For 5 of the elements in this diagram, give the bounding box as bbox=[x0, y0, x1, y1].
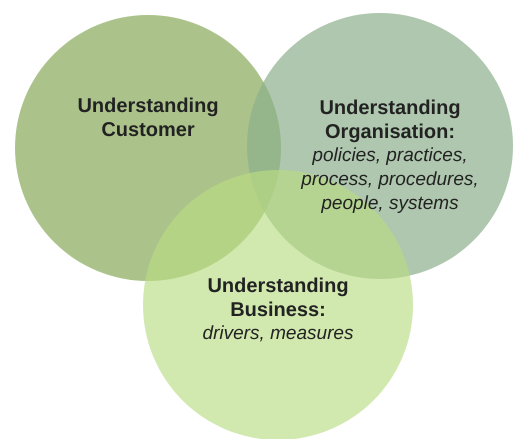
circle-heading: Understanding Customer bbox=[76, 94, 220, 142]
circle-description: drivers, measures bbox=[202, 322, 354, 346]
circle-heading: Understanding Organisation: bbox=[318, 96, 462, 144]
circle-heading: Understanding Business: bbox=[206, 274, 350, 322]
circle-description: policies, practices, process, procedures, people, systems bbox=[300, 144, 480, 216]
